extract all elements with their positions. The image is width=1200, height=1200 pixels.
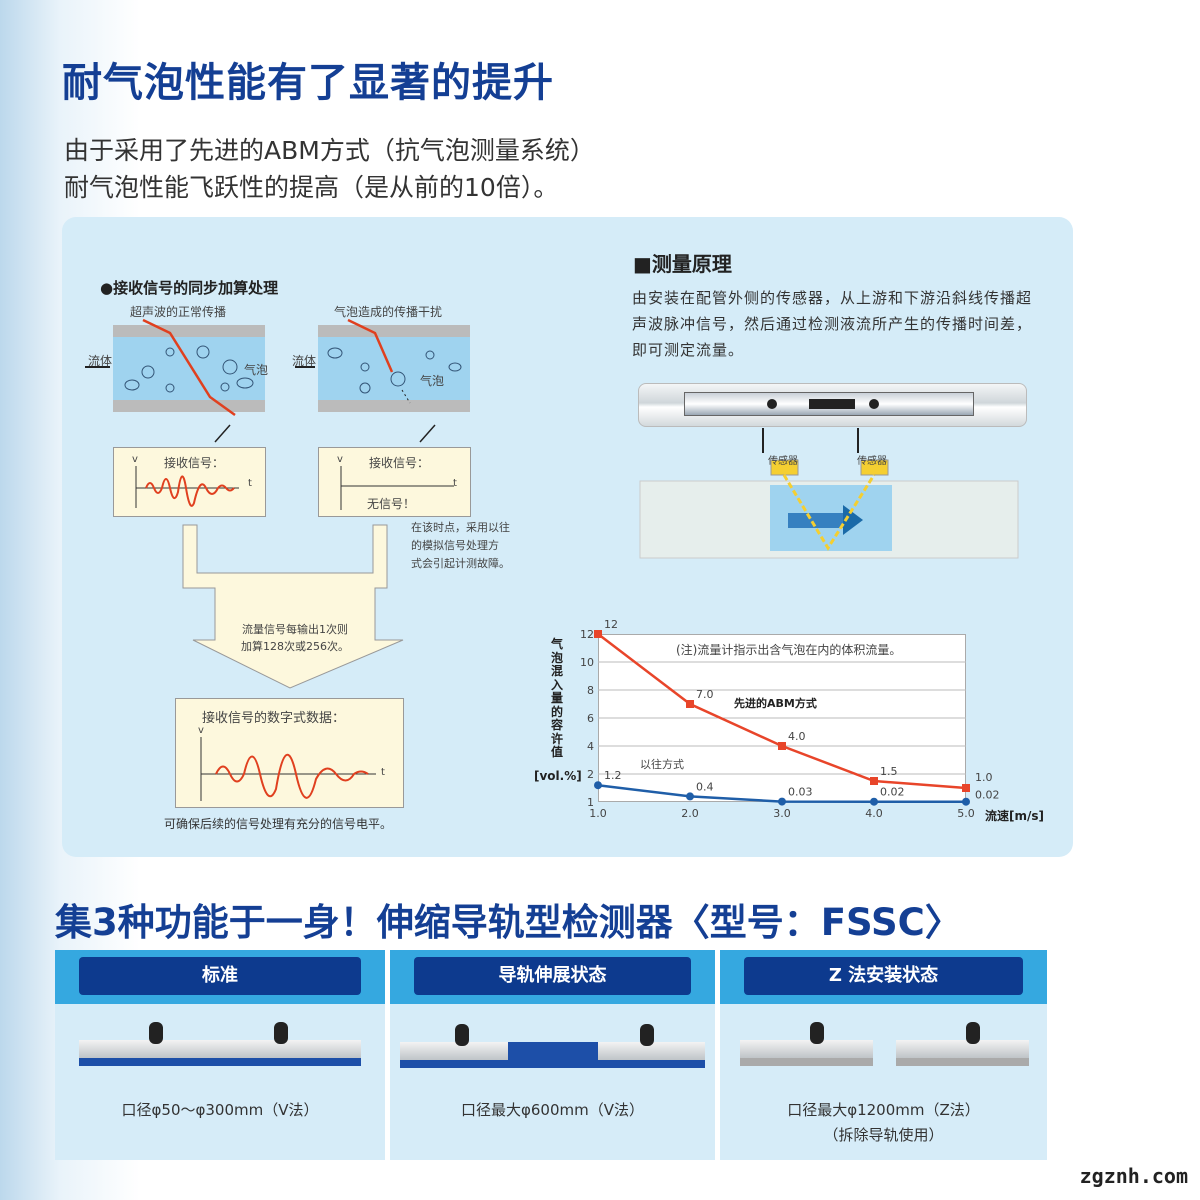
data-label: 0.02: [975, 789, 1000, 802]
data-label: 1.0: [975, 771, 993, 784]
axes-icon: [340, 466, 454, 510]
wave-icon: [135, 466, 239, 508]
sensor-label: 传感器: [768, 456, 798, 467]
principle-text: 由安装在配管外侧的传感器，从上游和下游沿斜线传播超声波脉冲信号，然后通过检测液流…: [632, 289, 1033, 359]
section2-title: 集3种功能于一身！伸缩导轨型检测器〈型号：FSSC〉: [55, 901, 962, 944]
data-point: [594, 781, 602, 790]
axis-t: t: [453, 478, 457, 489]
data-point: [778, 797, 786, 806]
y-tick-label: 2: [587, 768, 594, 781]
x-tick-label: 3.0: [773, 807, 791, 820]
data-point: [686, 700, 694, 708]
principle-schematic: [639, 428, 1019, 559]
y-tick-label: 4: [587, 740, 594, 753]
rail-image: [400, 1024, 705, 1068]
data-label: 0.03: [788, 786, 813, 799]
y-tick-label: 10: [580, 656, 594, 669]
card-caption: 口径φ50～φ300mm（V法）: [121, 1101, 319, 1119]
digital-wave-icon: [200, 737, 376, 801]
legend-old: 以往方式: [640, 758, 684, 771]
data-point: [594, 630, 602, 638]
page-title: 耐气泡性能有了显著的提升: [62, 60, 554, 106]
sync-diagram: [85, 318, 470, 689]
legend-abm: 先进的ABM方式: [734, 697, 817, 710]
chart-ylabel: 气泡混入量的容许值: [551, 637, 564, 759]
digital-label: 接收信号的数字式数据：: [202, 711, 346, 726]
tab-extended[interactable]: 导轨伸展状态: [414, 957, 691, 995]
principle-heading: ■测量原理: [633, 252, 732, 276]
x-tick-label: 1.0: [589, 807, 607, 820]
y-tick-label: 6: [587, 712, 594, 725]
fluid-label: 流体: [88, 354, 113, 368]
data-label: 4.0: [788, 730, 806, 743]
data-point: [962, 784, 970, 792]
no-signal-text: 无信号！: [367, 497, 416, 511]
data-point: [962, 797, 970, 806]
rail-image: [896, 1022, 1029, 1066]
chart-note: (注)流量计指示出含气泡在内的体积流量。: [676, 643, 902, 657]
analog-note: 在该时点，采用以往的模拟信号处理方式会引起计测故障。: [411, 521, 510, 570]
intro-text: 由于采用了先进的ABM方式（抗气泡测量系统） 耐气泡性能飞跃性的提高（是从前的1…: [64, 132, 595, 206]
x-tick-label: 2.0: [681, 807, 699, 820]
pipe-disturbed: [295, 318, 470, 443]
bubble-label: 气泡: [244, 363, 269, 377]
data-label: 12: [604, 618, 618, 631]
digital-data-box: 接收信号的数字式数据： v t: [175, 698, 404, 808]
card-z-method: Z 法安装状态 口径最大φ1200mm（Z法）（拆除导轨使用）: [720, 950, 1047, 1160]
recv-label: 接收信号：: [369, 456, 430, 470]
arrow-text: 流量信号每输出1次则加算128次或256次。: [241, 623, 349, 653]
sync-heading: ●接收信号的同步加算处理: [100, 279, 279, 297]
digital-footer: 可确保后续的信号处理有充分的信号电平。: [164, 817, 393, 831]
flowmeter-photo: [638, 383, 1027, 427]
normal-label: 超声波的正常传播: [130, 305, 227, 319]
recv-label: 接收信号：: [164, 456, 225, 470]
intro-line: 耐气泡性能飞跃性的提高（是从前的10倍）。: [64, 173, 559, 202]
tab-standard[interactable]: 标准: [79, 957, 361, 995]
received-signal-box: 接收信号： v t: [113, 447, 266, 517]
data-point: [778, 742, 786, 750]
chart-xlabel: 流速[m/s]: [985, 809, 1044, 823]
axis-t: t: [248, 478, 252, 489]
card-extended: 导轨伸展状态 口径最大φ600mm（V法）: [390, 950, 715, 1160]
chart-yunit: [vol.%]: [534, 769, 582, 783]
no-signal-box: 接收信号： v t 无信号！: [318, 447, 471, 517]
x-tick-label: 4.0: [865, 807, 883, 820]
bubble-label: 气泡: [420, 374, 445, 388]
y-tick-label: 12: [580, 628, 594, 641]
y-tick-label: 1: [587, 796, 594, 809]
rail-image: [740, 1022, 873, 1066]
tab-z-method[interactable]: Z 法安装状态: [744, 957, 1023, 995]
merge-arrow: [182, 524, 404, 689]
data-point: [870, 777, 878, 785]
data-label: 1.2: [604, 769, 622, 782]
intro-line: 由于采用了先进的ABM方式（抗气泡测量系统）: [64, 136, 595, 165]
sensor-label: 传感器: [857, 456, 887, 467]
fluid-label: 流体: [292, 354, 317, 368]
data-label: 0.4: [696, 780, 714, 793]
data-label: 0.02: [880, 786, 905, 799]
axis-v: v: [337, 454, 343, 465]
rail-image: [79, 1022, 361, 1066]
x-tick-label: 5.0: [957, 807, 975, 820]
data-point: [870, 797, 878, 806]
disturb-label: 气泡造成的传播干扰: [334, 305, 443, 319]
card-caption: 口径最大φ600mm（V法）: [460, 1101, 644, 1119]
card-standard: 标准 口径φ50～φ300mm（V法）: [55, 950, 385, 1160]
data-point: [686, 792, 694, 801]
watermark: zgznh.com: [1079, 1164, 1188, 1188]
y-tick-label: 8: [587, 684, 594, 697]
data-label: 7.0: [696, 688, 714, 701]
data-label: 1.5: [880, 765, 898, 778]
axis-v: v: [132, 454, 138, 465]
pipe-normal: [85, 318, 265, 443]
card-caption: 口径最大φ1200mm（Z法）（拆除导轨使用）: [787, 1101, 980, 1144]
